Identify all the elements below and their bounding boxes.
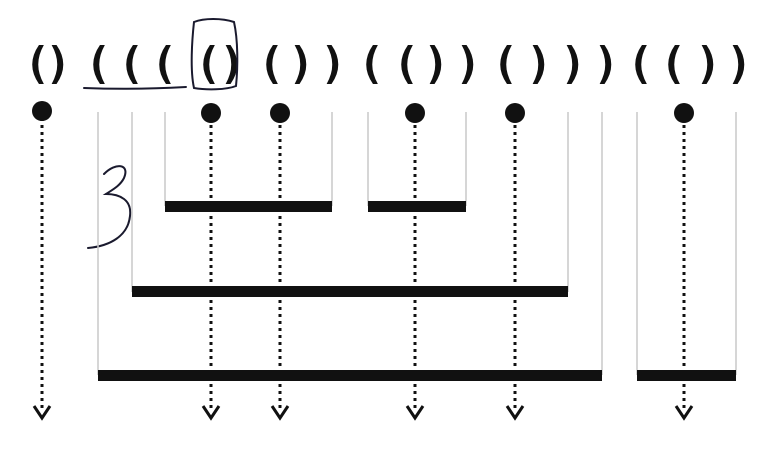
dot-icon xyxy=(505,103,525,123)
dots xyxy=(32,101,694,123)
paren-char: ) xyxy=(455,38,482,89)
depth-bar-level-3 xyxy=(165,201,332,212)
paren-char: ) xyxy=(560,38,587,89)
dot-icon xyxy=(405,103,425,123)
paren-char: ) xyxy=(45,38,72,89)
arrow-down-icon xyxy=(405,405,425,421)
paren-sequence: ( ) ( ( ( ( ) ( ) ) ( ( ) ) ( ) ) ) ( ( … xyxy=(24,38,753,89)
arrow-down-icon xyxy=(270,405,290,421)
arrow-down-icon xyxy=(32,405,52,421)
guide-lines xyxy=(97,112,737,375)
paren-char: ( xyxy=(24,38,51,89)
arrow-down-icon xyxy=(201,405,221,421)
paren-char: ) xyxy=(219,38,246,89)
arrow-down-icon xyxy=(505,405,525,421)
paren-char: ( xyxy=(660,38,687,89)
highlight-box xyxy=(190,18,239,91)
paren-char: ( xyxy=(118,38,145,89)
paren-char: ) xyxy=(288,38,315,89)
depth-bar-level-1 xyxy=(637,370,736,381)
arrowheads xyxy=(32,405,694,421)
arrow-down-icon xyxy=(674,405,694,421)
paren-char: ( xyxy=(492,38,519,89)
paren-char: ( xyxy=(85,38,112,89)
paren-char: ( xyxy=(393,38,420,89)
depth-bar-level-3 xyxy=(368,201,466,212)
paren-char: ) xyxy=(726,38,753,89)
dotted-arrows xyxy=(40,118,686,410)
underline-mark xyxy=(83,86,187,90)
paren-char: ) xyxy=(695,38,722,89)
depth-bar-level-1 xyxy=(98,370,602,381)
hand-annotations xyxy=(83,18,239,249)
paren-char: ( xyxy=(151,38,178,89)
handwritten-three xyxy=(87,165,132,249)
paren-char: ) xyxy=(593,38,620,89)
dot-icon xyxy=(270,103,290,123)
paren-char: ) xyxy=(526,38,553,89)
paren-char: ( xyxy=(358,38,385,89)
depth-bars xyxy=(98,201,736,381)
depth-bar-level-2 xyxy=(132,286,568,297)
paren-char: ( xyxy=(258,38,285,89)
paren-char: ( xyxy=(195,38,222,89)
dot-icon xyxy=(32,101,52,121)
dot-icon xyxy=(201,103,221,123)
paren-char: ) xyxy=(320,38,347,89)
paren-char: ( xyxy=(627,38,654,89)
dot-icon xyxy=(674,103,694,123)
paren-char: ) xyxy=(423,38,450,89)
